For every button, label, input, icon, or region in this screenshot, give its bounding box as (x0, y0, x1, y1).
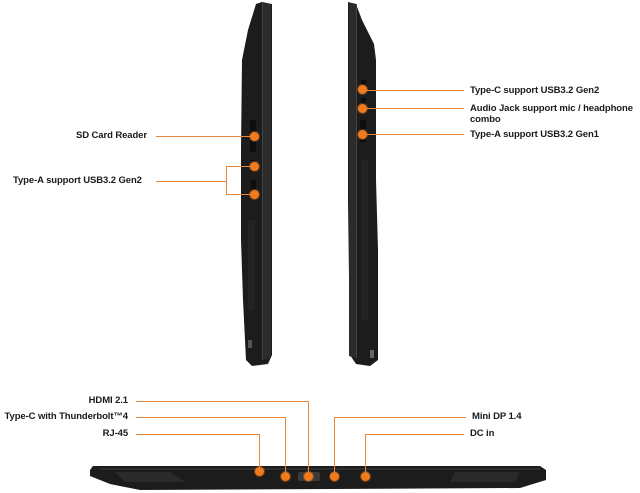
callout-hdmi: HDMI 2.1 (88, 395, 128, 406)
callout-type-c-thunderbolt: Type-C with Thunderbolt™4 (4, 411, 129, 422)
port-marker-mini-dp (330, 472, 339, 481)
callout-dc-in: DC in (470, 428, 495, 439)
leader-line-type-c-gen2 (366, 90, 464, 91)
callout-type-c-usb-gen2: Type-C support USB3.2 Gen2 (470, 85, 600, 96)
callout-rj45: RJ-45 (102, 428, 128, 439)
port-marker-sd-card (250, 132, 259, 141)
leader-line-dcin-v (365, 434, 366, 473)
right-side-laptop-image (348, 2, 378, 366)
leader-line-type-a-gen1 (366, 134, 464, 135)
leader-bracket-vertical (226, 166, 227, 194)
leader-line-hdmi-h (136, 401, 308, 402)
leader-bracket-bottom (226, 194, 254, 195)
callout-type-a-usb-gen2: Type-A support USB3.2 Gen2 (13, 175, 142, 186)
callout-audio-jack-line2: combo (470, 114, 501, 125)
port-marker-thunderbolt (281, 472, 290, 481)
leader-line-rj45-h (136, 434, 260, 435)
port-marker-audio-jack (358, 104, 367, 113)
leader-line-type-a-gen2 (156, 181, 226, 182)
left-side-laptop-image (241, 2, 272, 366)
leader-line-tb4-h (136, 417, 286, 418)
callout-mini-dp: Mini DP 1.4 (472, 411, 522, 422)
leader-line-audio-jack (366, 108, 464, 109)
port-marker-type-a-gen2-1 (250, 162, 259, 171)
port-marker-dc-in (361, 472, 370, 481)
callout-type-a-usb-gen1: Type-A support USB3.2 Gen1 (470, 129, 599, 140)
leader-line-minidp-h (334, 417, 466, 418)
leader-bracket-top (226, 166, 254, 167)
leader-line-rj45-v (259, 434, 260, 472)
leader-line-tb4-v (285, 417, 286, 473)
port-marker-hdmi (304, 472, 313, 481)
rear-laptop-image (90, 466, 546, 490)
callout-audio-jack: Audio Jack support mic / headphone (470, 103, 633, 114)
port-marker-rj45 (255, 467, 264, 476)
leader-line-dcin-h (365, 434, 464, 435)
leader-line-hdmi-v (308, 401, 309, 473)
leader-line-minidp-v (334, 417, 335, 473)
port-marker-type-c-gen2 (358, 85, 367, 94)
callout-sd-card-reader: SD Card Reader (76, 130, 147, 141)
port-marker-type-a-gen1 (358, 130, 367, 139)
port-marker-type-a-gen2-2 (250, 190, 259, 199)
leader-line-sd-card (156, 136, 254, 137)
